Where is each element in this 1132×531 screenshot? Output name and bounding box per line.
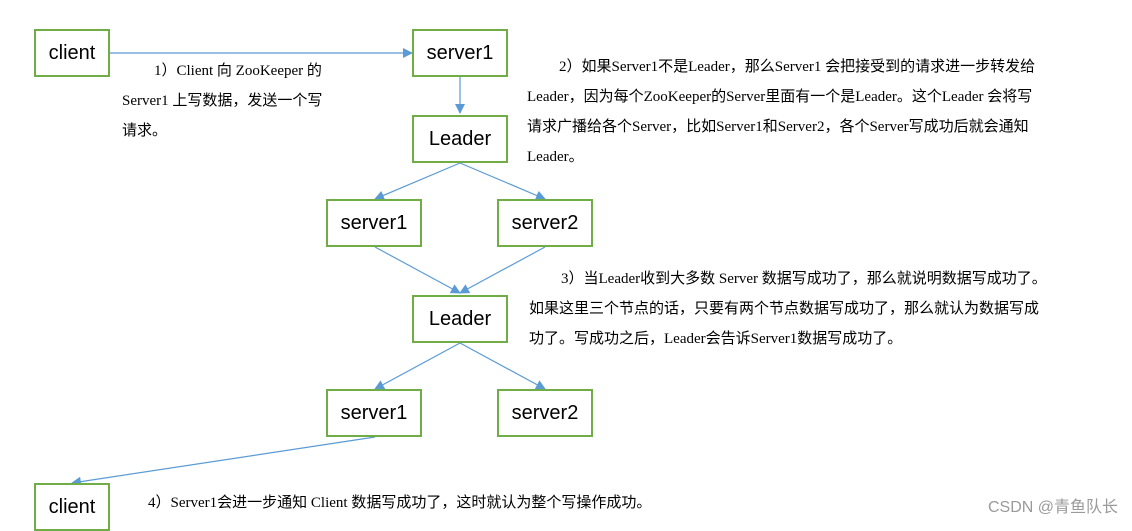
step1-line: 1）Client 向 ZooKeeper 的	[154, 63, 322, 79]
client-node-top: client	[34, 29, 110, 77]
arrow-server1-to-client	[71, 436, 376, 487]
step3-line: 3）当Leader收到大多数 Server 数据写成功了，那么就说明数据写成功了…	[561, 271, 1047, 287]
leader-node-2: Leader	[412, 295, 508, 343]
step4-note: 4）Server1会进一步通知 Client 数据写成功了，这时就认为整个写操作…	[148, 488, 788, 518]
arrow-server1-to-leader2	[374, 246, 461, 294]
step4-line: 4）Server1会进一步通知 Client 数据写成功了，这时就认为整个写操作…	[148, 495, 652, 511]
server1-node-mid: server1	[326, 199, 422, 247]
arrow-leader2-to-server1	[374, 342, 461, 390]
step2-line: 请求广播给各个Server，比如Server1和Server2，各个Server…	[527, 119, 1029, 135]
leader-node-1: Leader	[412, 115, 508, 163]
step2-line: 2）如果Server1不是Leader，那么Server1 会把接受到的请求进一…	[559, 59, 1036, 75]
server1-node-bottom: server1	[326, 389, 422, 437]
arrow-leader-to-server2	[459, 162, 546, 201]
arrow-leader2-to-server2	[459, 342, 546, 390]
step2-line: Leader，因为每个ZooKeeper的Server里面有一个是Leader。…	[527, 89, 1033, 105]
step3-note: 3）当Leader收到大多数 Server 数据写成功了，那么就说明数据写成功了…	[529, 264, 1119, 354]
server2-node-mid: server2	[497, 199, 593, 247]
arrow-server2-to-leader2	[459, 246, 546, 294]
step3-line: 功了。写成功之后，Leader会告诉Server1数据写成功了。	[529, 331, 903, 347]
client-node-bottom: client	[34, 483, 110, 531]
arrow-leader-to-server1	[374, 162, 461, 201]
watermark: CSDN @青鱼队长	[987, 499, 1118, 516]
step1-note: 1）Client 向 ZooKeeper 的 Server1 上写数据，发送一个…	[122, 56, 372, 146]
server1-node-top: server1	[412, 29, 508, 77]
step1-line: Server1 上写数据，发送一个写	[122, 93, 323, 109]
step3-line: 如果这里三个节点的话，只要有两个节点数据写成功了，那么就认为数据写成	[529, 301, 1040, 317]
server2-node-bottom: server2	[497, 389, 593, 437]
step1-line: 请求。	[122, 123, 168, 139]
step2-line: Leader。	[527, 149, 584, 165]
step2-note: 2）如果Server1不是Leader，那么Server1 会把接受到的请求进一…	[527, 52, 1117, 172]
